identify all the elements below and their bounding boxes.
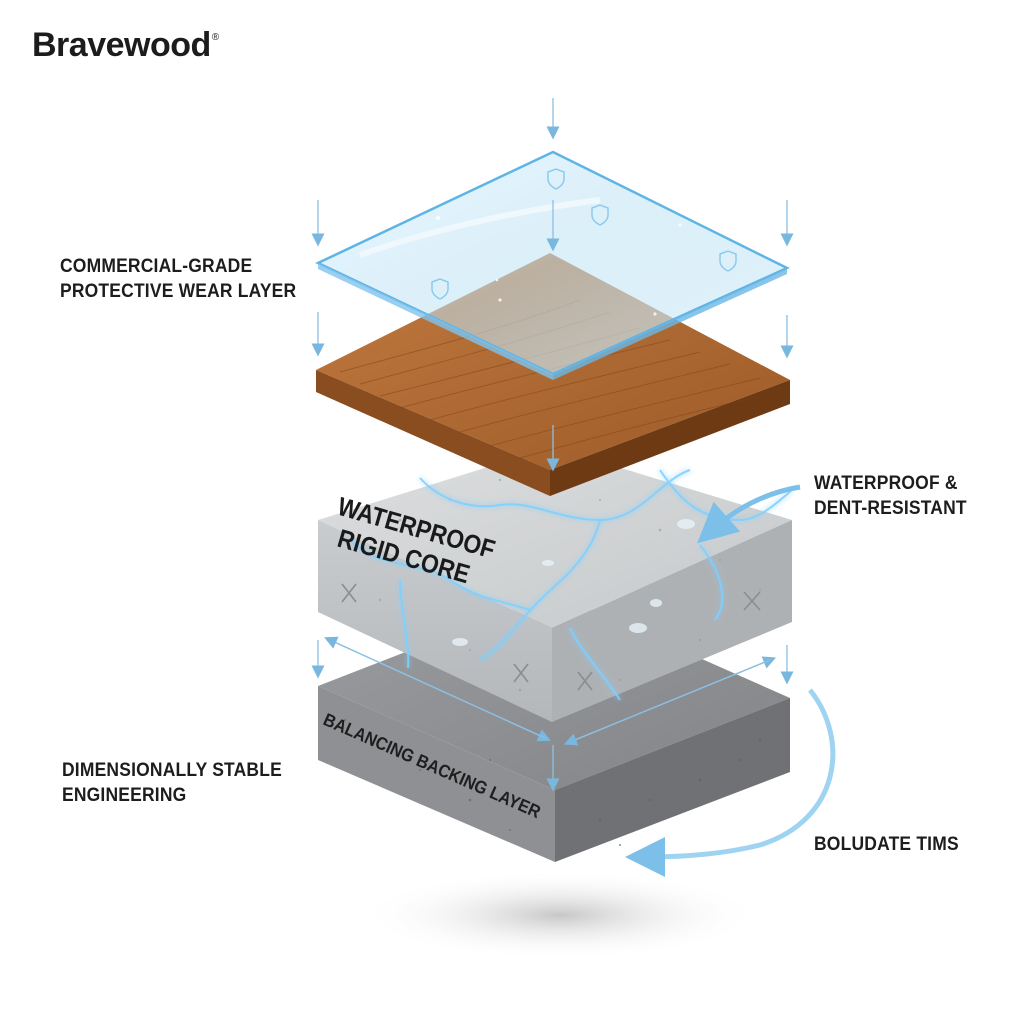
brand-name: Bravewood [32,26,211,64]
callout-wear-line2: PROTECTIVE WEAR LAYER [60,279,296,304]
callout-bottom-label: BOLUDATE TIMS [814,832,959,857]
callout-bottom-text: BOLUDATE TIMS [814,832,959,857]
floor-shadow [360,870,760,960]
callout-waterproof-line2: DENT-RESISTANT [814,496,967,521]
callout-dimensional-stability: DIMENSIONALLY STABLE ENGINEERING [62,758,282,808]
callout-wear-line1: COMMERCIAL-GRADE [60,254,296,279]
callout-wear-layer: COMMERCIAL-GRADE PROTECTIVE WEAR LAYER [60,254,296,304]
callout-stable-line2: ENGINEERING [62,783,282,808]
registered-mark: ® [212,32,219,43]
brand-logo: Bravewood® [32,26,219,65]
callout-stable-line1: DIMENSIONALLY STABLE [62,758,282,783]
callout-waterproof-line1: WATERPROOF & [814,471,967,496]
callout-waterproof: WATERPROOF & DENT-RESISTANT [814,471,967,521]
